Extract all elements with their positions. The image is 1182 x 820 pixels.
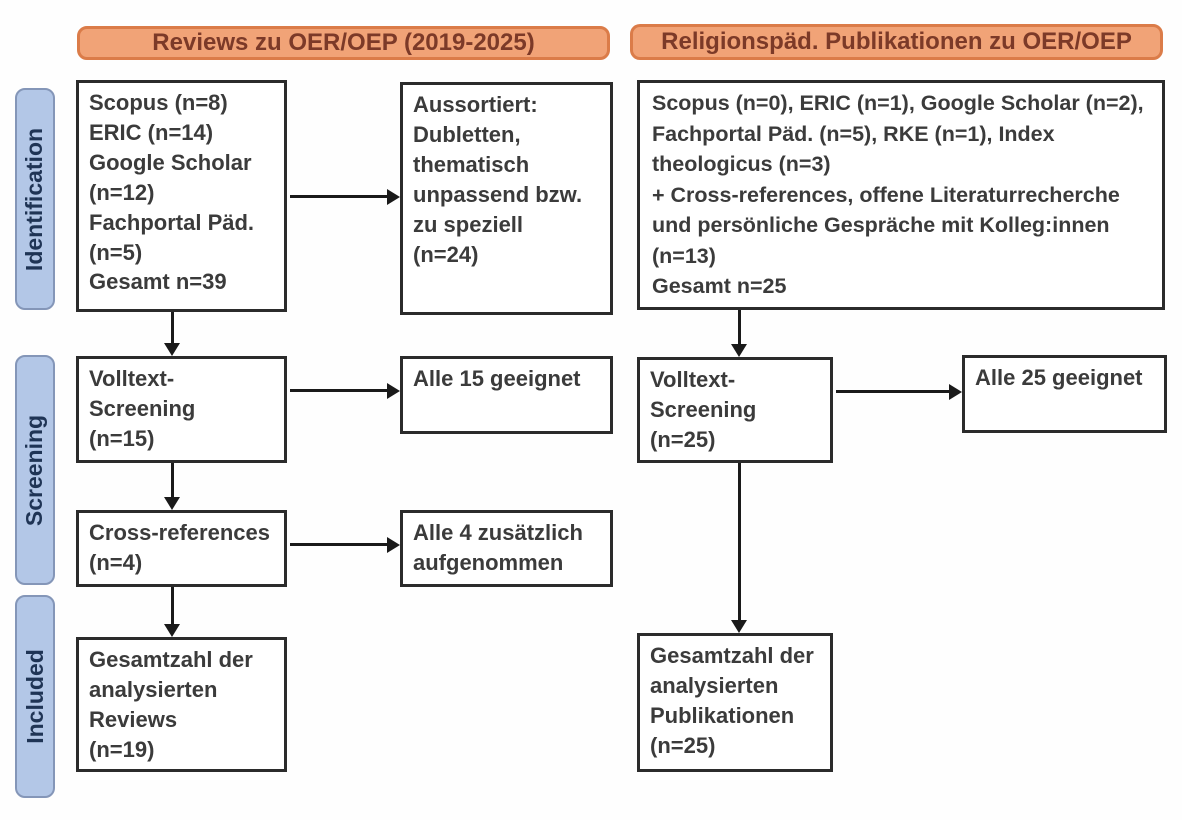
arrow-right-sources-to-fulltext-head bbox=[731, 344, 747, 357]
stage-label-identification-text: Identification bbox=[21, 127, 48, 271]
box-left-eligible: Alle 15 geeignet bbox=[400, 356, 613, 434]
box-right-sources: Scopus (n=0), ERIC (n=1), Google Scholar… bbox=[637, 80, 1165, 310]
arrow-left-sources-to-excluded-line bbox=[290, 195, 387, 198]
box-left-excluded: Aussortiert: Dubletten, thematisch unpas… bbox=[400, 82, 613, 315]
arrow-left-fulltext-to-crossref-line bbox=[171, 463, 174, 498]
arrow-left-fulltext-to-eligible-line bbox=[290, 389, 387, 392]
arrow-left-crossref-to-total-line bbox=[171, 587, 174, 625]
arrow-right-fulltext-to-total-line bbox=[738, 463, 741, 621]
arrow-left-crossref-to-added-line bbox=[290, 543, 387, 546]
arrow-right-sources-to-fulltext-line bbox=[738, 310, 741, 345]
arrow-left-fulltext-to-eligible-head bbox=[387, 383, 400, 399]
box-left-crossreferences: Cross-references (n=4) bbox=[76, 510, 287, 587]
box-right-fulltext-screening: Volltext- Screening (n=25) bbox=[637, 357, 833, 463]
box-left-sources: Scopus (n=8) ERIC (n=14) Google Scholar … bbox=[76, 80, 287, 312]
arrow-right-fulltext-to-total-head bbox=[731, 620, 747, 633]
stage-label-identification: Identification bbox=[15, 88, 55, 310]
box-right-total: Gesamtzahl der analysierten Publikatione… bbox=[637, 633, 833, 772]
box-left-fulltext-screening: Volltext- Screening (n=15) bbox=[76, 356, 287, 463]
arrow-left-crossref-to-total-head bbox=[164, 624, 180, 637]
box-right-eligible: Alle 25 geeignet bbox=[962, 355, 1167, 433]
arrow-left-fulltext-to-crossref-head bbox=[164, 497, 180, 510]
arrow-left-sources-to-fulltext-line bbox=[171, 312, 174, 344]
arrow-left-crossref-to-added-head bbox=[387, 537, 400, 553]
stage-label-included: Included bbox=[15, 595, 55, 798]
arrow-right-fulltext-to-eligible-line bbox=[836, 390, 949, 393]
arrow-left-sources-to-excluded-head bbox=[387, 189, 400, 205]
stage-label-screening-text: Screening bbox=[21, 414, 48, 526]
stage-label-screening: Screening bbox=[15, 355, 55, 585]
box-left-added: Alle 4 zusätzlich aufgenommen bbox=[400, 510, 613, 587]
box-left-total: Gesamtzahl der analysierten Reviews (n=1… bbox=[76, 637, 287, 772]
stage-label-included-text: Included bbox=[21, 649, 48, 744]
arrow-left-sources-to-fulltext-head bbox=[164, 343, 180, 356]
arrow-right-fulltext-to-eligible-head bbox=[949, 384, 962, 400]
column-header-religionspaed: Religionspäd. Publikationen zu OER/OEP bbox=[630, 24, 1163, 60]
column-header-reviews: Reviews zu OER/OEP (2019-2025) bbox=[77, 26, 610, 60]
